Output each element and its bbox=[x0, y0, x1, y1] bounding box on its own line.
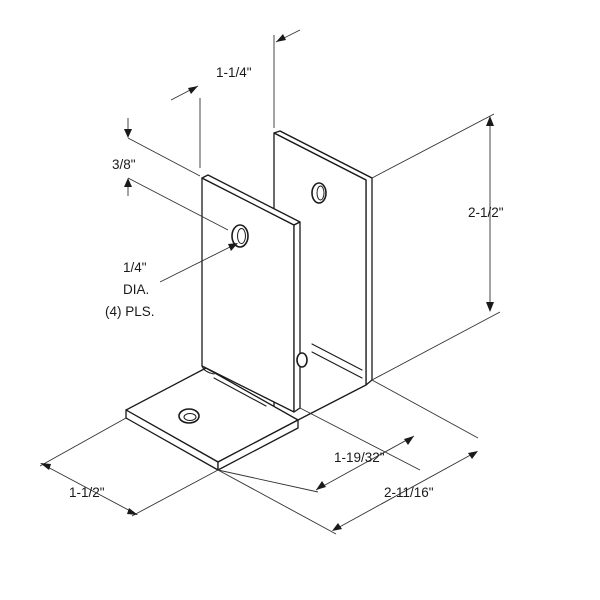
back-plate-lower-hole bbox=[296, 352, 308, 368]
dimension-height: 2-1/2" bbox=[371, 113, 504, 381]
label-height: 2-1/2" bbox=[468, 205, 504, 220]
label-base-depth: 2-11/16" bbox=[384, 485, 434, 500]
label-hole-offset: 3/8" bbox=[112, 157, 136, 172]
dimension-base-inner: 1-19/32" bbox=[217, 407, 421, 493]
dimension-hole-offset: 3/8" bbox=[112, 118, 229, 231]
label-plate-spacing: 1-1/4" bbox=[216, 65, 252, 80]
front-upright-plate bbox=[201, 174, 308, 413]
label-base-inner: 1-19/32" bbox=[334, 450, 385, 465]
base-plate bbox=[125, 367, 299, 471]
note-hole-diameter: 1/4" DIA. (4) PLS. bbox=[105, 243, 238, 319]
dimension-plate-spacing: 1-1/4" bbox=[170, 29, 301, 168]
label-hole-dia: DIA. bbox=[123, 282, 149, 297]
label-hole-size: 1/4" bbox=[123, 260, 147, 275]
label-base-width: 1-1/2" bbox=[69, 485, 105, 500]
u-bracket bbox=[125, 130, 373, 471]
label-hole-count: (4) PLS. bbox=[105, 304, 155, 319]
dimension-base-depth: 2-11/16" bbox=[217, 379, 479, 535]
dimension-base-width: 1-1/2" bbox=[39, 417, 219, 517]
